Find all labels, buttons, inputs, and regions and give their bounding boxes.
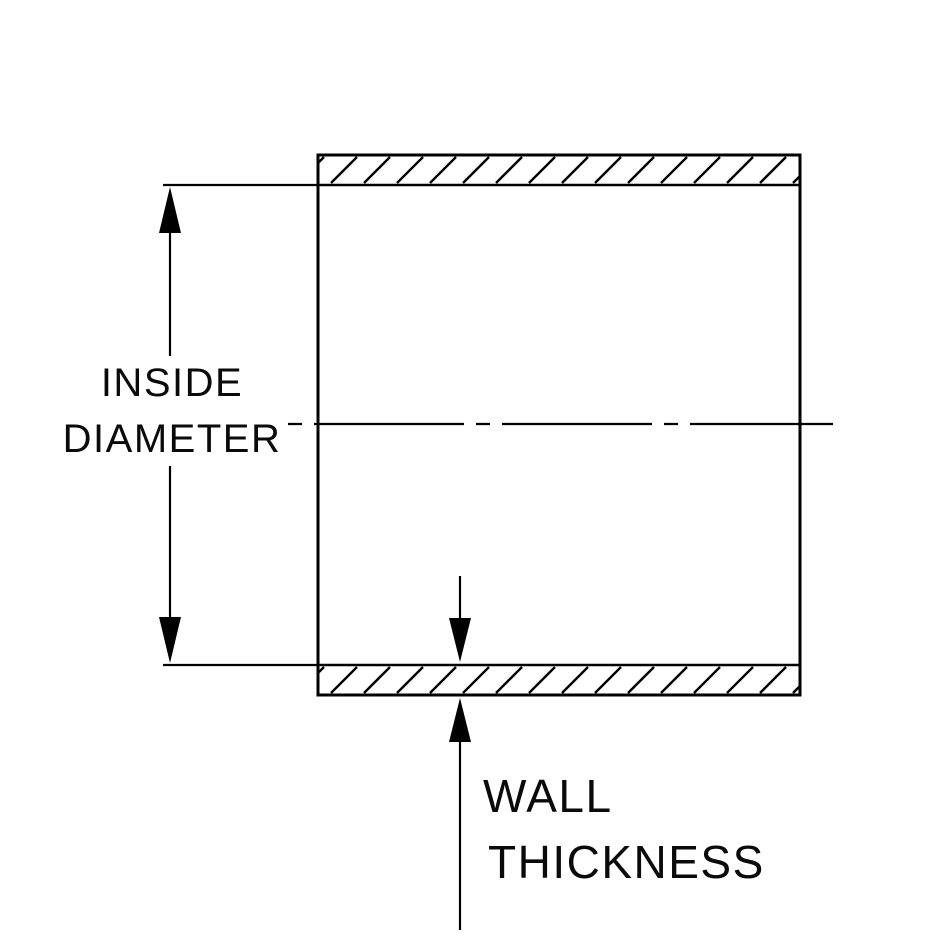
wall-thickness-label-line1: WALL <box>483 770 613 822</box>
wall-thickness-arrowhead-down <box>449 618 471 662</box>
inside-diameter-label-line2: DIAMETER <box>63 417 282 461</box>
inside-diameter-arrowhead-bottom <box>159 617 181 663</box>
top-wall-hatching <box>317 156 801 184</box>
inside-diameter-label-line1: INSIDE <box>101 361 243 405</box>
inside-diameter-arrowhead-top <box>159 187 181 233</box>
wall-thickness-label-line2: THICKNESS <box>488 836 765 888</box>
bottom-wall-hatching <box>317 666 801 694</box>
wall-thickness-arrowhead-up <box>449 698 471 742</box>
